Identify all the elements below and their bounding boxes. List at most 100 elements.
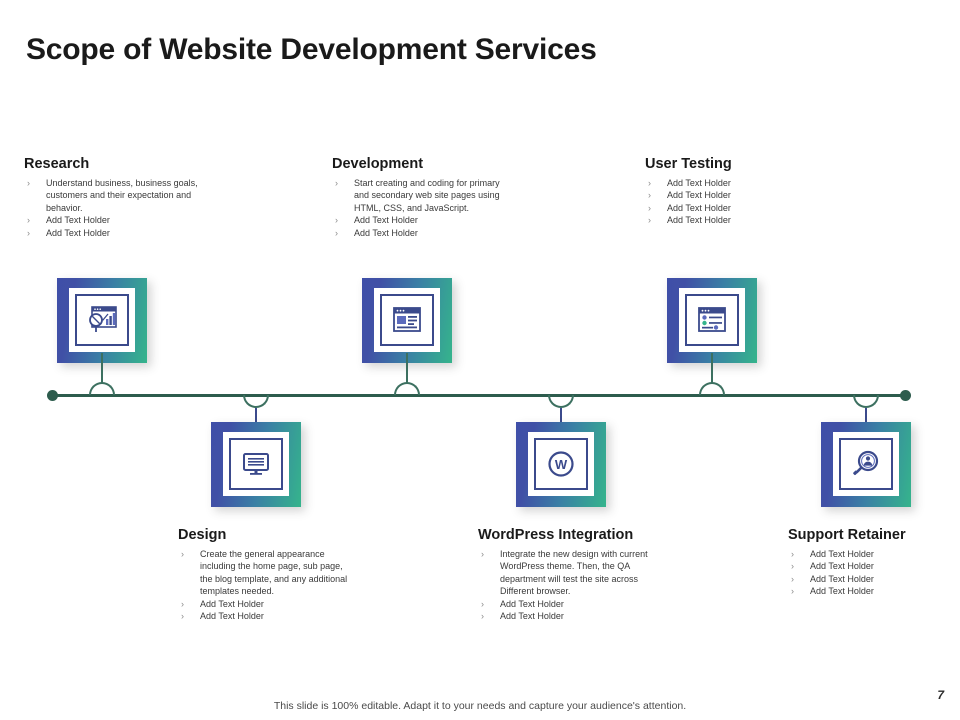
- connector-arc-research: [89, 382, 115, 395]
- bullet-text: Add Text Holder: [200, 598, 264, 609]
- text-block-design: Design › Create the general appearance in…: [178, 527, 354, 622]
- icon-tile-development[interactable]: [362, 278, 452, 363]
- magnifier-chart-browser-icon: [86, 305, 118, 335]
- bullet-text: Add Text Holder: [667, 202, 731, 213]
- list-item: › Create the general appearance including…: [178, 548, 354, 598]
- list-item: › Add Text Holder: [645, 189, 825, 201]
- text-block-wordpress: WordPress Integration ›Integrate the new…: [478, 527, 658, 622]
- browser-user-list-icon: [696, 306, 728, 334]
- list-item: › Add Text Holder: [24, 214, 199, 226]
- tile-inner-frame: [380, 294, 434, 346]
- chevron-right-icon: ›: [648, 215, 651, 226]
- bullet-text: Create the general appearance including …: [200, 549, 348, 597]
- connector-stem-development: [406, 353, 408, 383]
- list-item: › Add Text Holder: [178, 598, 354, 610]
- icon-tile-support[interactable]: [821, 422, 911, 507]
- tile-inner-frame: [75, 294, 129, 346]
- bullet-text: Add Text Holder: [810, 573, 874, 584]
- timeline-axis: [52, 394, 910, 397]
- bullet-list-support: ›Add Text Holder ›Add Text Holder ›Add T…: [788, 548, 958, 598]
- list-item: ›Add Text Holder: [788, 585, 958, 597]
- bullet-list-development: › Start creating and coding for primary a…: [332, 177, 510, 239]
- chevron-right-icon: ›: [335, 178, 338, 188]
- list-item: ›Add Text Holder: [788, 560, 958, 572]
- chevron-right-icon: ›: [27, 215, 30, 226]
- list-item: › Add Text Holder: [645, 177, 825, 189]
- bullet-list-user-testing: › Add Text Holder › Add Text Holder › Add T…: [645, 177, 825, 227]
- bullet-text: Add Text Holder: [810, 561, 874, 572]
- bullet-list-wordpress: ›Integrate the new design with current W…: [478, 548, 658, 622]
- bullet-text: Add Text Holder: [500, 598, 564, 609]
- step-heading-design: Design: [178, 527, 227, 543]
- bullet-text: Add Text Holder: [354, 227, 418, 238]
- browser-layout-code-icon: [391, 306, 423, 334]
- list-item: › Add Text Holder: [645, 202, 825, 214]
- list-item: › Start creating and coding for primary a…: [332, 177, 510, 214]
- chevron-right-icon: ›: [648, 190, 651, 201]
- list-item: › Add Text Holder: [645, 214, 825, 226]
- step-heading-user-testing: User Testing: [645, 156, 732, 172]
- connector-stem-user-testing: [711, 353, 713, 383]
- bullet-text: Start creating and coding for primary an…: [354, 178, 500, 213]
- list-item: › Add Text Holder: [788, 548, 958, 560]
- page-title: Scope of Website Development Services: [26, 33, 597, 66]
- chevron-right-icon: ›: [481, 598, 484, 609]
- icon-tile-wordpress[interactable]: W: [516, 422, 606, 507]
- connector-arc-wordpress: [548, 395, 574, 408]
- bullet-text: Add Text Holder: [810, 549, 874, 559]
- magnifier-person-icon: [850, 449, 882, 479]
- list-item: ›Add Text Holder: [788, 573, 958, 585]
- icon-tile-design[interactable]: [211, 422, 301, 507]
- bullet-text: Add Text Holder: [810, 586, 874, 597]
- step-heading-support: Support Retainer: [788, 527, 906, 543]
- svg-text:W: W: [555, 457, 568, 472]
- connector-arc-design: [243, 395, 269, 408]
- bullet-text: Add Text Holder: [46, 227, 110, 238]
- connector-arc-support: [853, 395, 879, 408]
- bullet-text: Add Text Holder: [354, 215, 418, 226]
- bullet-text: Add Text Holder: [667, 190, 731, 201]
- bullet-text: Add Text Holder: [46, 215, 110, 226]
- bullet-text: Add Text Holder: [667, 215, 731, 226]
- bullet-list-research: › Understand business, business goals, cu…: [24, 177, 199, 239]
- chevron-right-icon: ›: [791, 549, 794, 559]
- icon-tile-research[interactable]: [57, 278, 147, 363]
- timeline-end-dot: [900, 390, 911, 401]
- desktop-monitor-icon: [240, 450, 272, 478]
- step-heading-development: Development: [332, 156, 424, 172]
- footer-note: This slide is 100% editable. Adapt it to…: [273, 700, 687, 712]
- page-number: 7: [937, 688, 944, 702]
- chevron-right-icon: ›: [27, 227, 30, 238]
- chevron-right-icon: ›: [181, 598, 184, 609]
- wordpress-w-icon: W: [546, 449, 576, 479]
- list-item: ›Add Text Holder: [332, 214, 510, 226]
- text-block-user-testing: User Testing › Add Text Holder › Add Text …: [645, 156, 825, 227]
- list-item: ›Integrate the new design with current W…: [478, 548, 658, 598]
- text-block-research: Research ›Understand business, business …: [24, 156, 199, 239]
- tile-inner-frame: [685, 294, 739, 346]
- chevron-right-icon: ›: [648, 202, 651, 213]
- chevron-right-icon: ›: [181, 549, 184, 559]
- connector-arc-user-testing: [699, 382, 725, 395]
- bullet-text: Add Text Holder: [500, 611, 564, 622]
- icon-tile-user-testing[interactable]: [667, 278, 757, 363]
- text-block-development: Development › Start creating and coding f…: [332, 156, 510, 239]
- tile-inner-frame: W: [534, 438, 588, 490]
- connector-stem-research: [101, 353, 103, 383]
- list-item: › Add Text Holder: [478, 598, 658, 610]
- list-item: ›Understand business, business goals, cu…: [24, 177, 199, 214]
- list-item: ›Add Text Holder: [332, 227, 510, 239]
- chevron-right-icon: ›: [481, 611, 484, 622]
- chevron-right-icon: ›: [648, 178, 651, 188]
- tile-inner-frame: [229, 438, 283, 490]
- timeline-start-dot: [47, 390, 58, 401]
- connector-arc-development: [394, 382, 420, 395]
- bullet-text: Understand business, business goals, cus…: [46, 178, 198, 213]
- list-item: › Add Text Holder: [478, 610, 658, 622]
- tile-inner-frame: [839, 438, 893, 490]
- bullet-text: Add Text Holder: [667, 178, 731, 188]
- step-heading-wordpress: WordPress Integration: [478, 527, 634, 543]
- text-block-support: Support Retainer ›Add Text Holder ›Add T…: [788, 527, 958, 598]
- list-item: › Add Text Holder: [24, 227, 199, 239]
